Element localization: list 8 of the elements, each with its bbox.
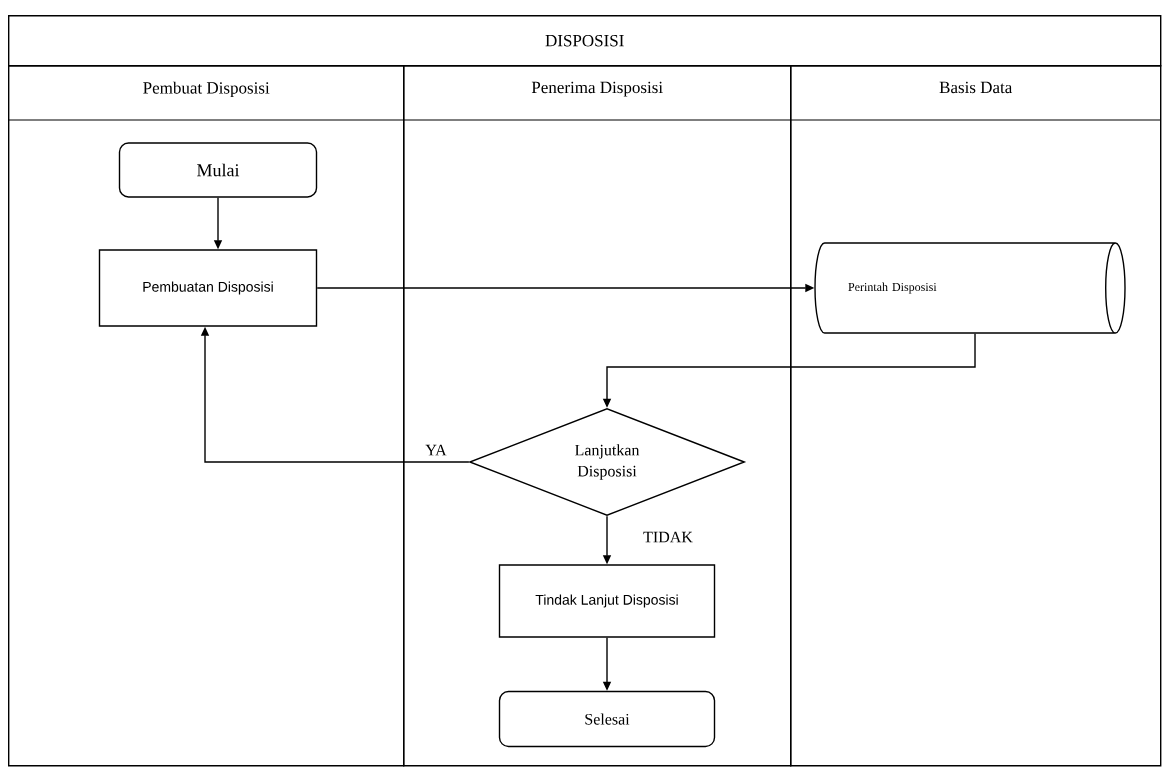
process-box: Pembuatan Disposisi bbox=[98, 249, 318, 327]
terminal-box: Mulai bbox=[118, 142, 318, 198]
terminal-box: Selesai bbox=[498, 690, 716, 748]
database-cylinder: Perintah Disposisi bbox=[814, 242, 1126, 334]
edge-label: TIDAK bbox=[642, 530, 694, 544]
process-box: Tindak Lanjut Disposisi bbox=[498, 564, 716, 638]
edge-label: YA bbox=[424, 443, 448, 457]
title-bar: DISPOSISI bbox=[8, 15, 1162, 67]
